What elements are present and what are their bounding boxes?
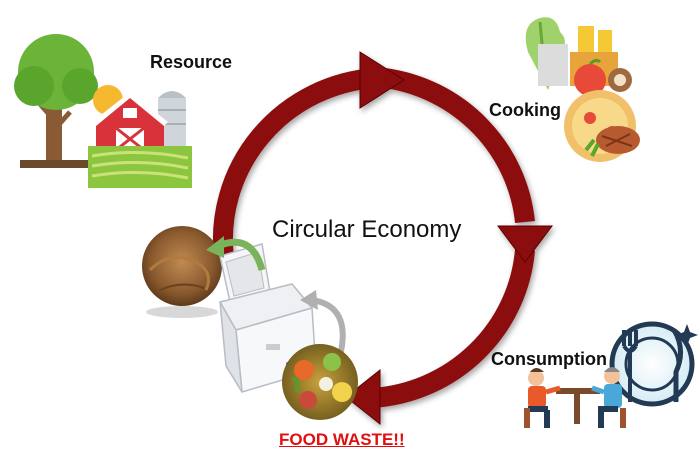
cycle-arc-bottom (371, 249, 535, 408)
cycle-arrow (212, 51, 553, 426)
compost-soil-icon (142, 226, 222, 318)
farm-icon (14, 34, 192, 188)
stage-label-resource: Resource (150, 52, 233, 72)
cycle-arrowhead-top (359, 51, 405, 109)
cycle-arrowhead-bottom (345, 368, 381, 426)
food-ingredients-icon (525, 17, 640, 162)
compost-return-arrow (216, 238, 266, 272)
cycle-arc-top (212, 68, 376, 260)
stage-label-cooking: Cooking (489, 100, 561, 120)
food-waste-icon (282, 344, 358, 420)
center-label: Circular Economy (272, 216, 462, 243)
dining-people-icon (524, 321, 698, 428)
cycle-arrowhead-right (497, 225, 553, 263)
cycle-arc-right (383, 68, 535, 224)
stage-label-food-waste: FOOD WASTE!! (279, 430, 405, 449)
stage-label-consumption: Consumption (491, 349, 607, 369)
food-waste-composter-icon (206, 236, 346, 393)
